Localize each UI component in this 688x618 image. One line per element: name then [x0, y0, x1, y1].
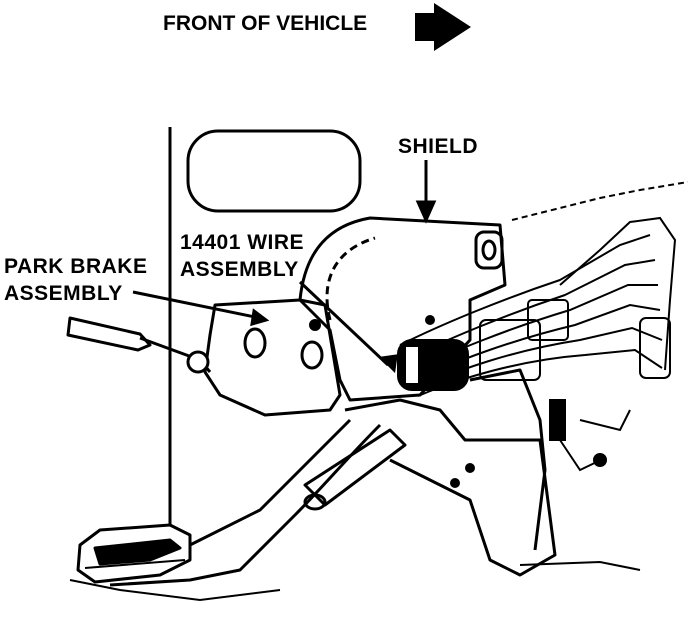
pedal-bracket [84, 298, 557, 587]
leader-arrows [132, 160, 437, 374]
park-brake-label-line2: ASSEMBLY [4, 282, 123, 305]
shield-label: SHIELD [398, 135, 479, 158]
arrow-right-icon [415, 3, 471, 51]
body-line [511, 181, 688, 221]
pedal-pad [76, 523, 192, 584]
wire-assembly-label-line2: ASSEMBLY [180, 258, 299, 281]
floor-line [69, 579, 281, 602]
floor-line-right [519, 560, 641, 571]
park-brake-label-line1: PARK BRAKE [4, 255, 148, 278]
release-handle [66, 316, 212, 374]
shield-outline [298, 216, 507, 402]
wire-harness [397, 216, 677, 397]
dash-opening [186, 129, 362, 213]
front-of-vehicle-label: FRONT OF VEHICLE [163, 12, 368, 35]
wire-assembly-label-line1: 14401 WIRE [180, 231, 305, 254]
mounting-bolts [309, 315, 631, 488]
